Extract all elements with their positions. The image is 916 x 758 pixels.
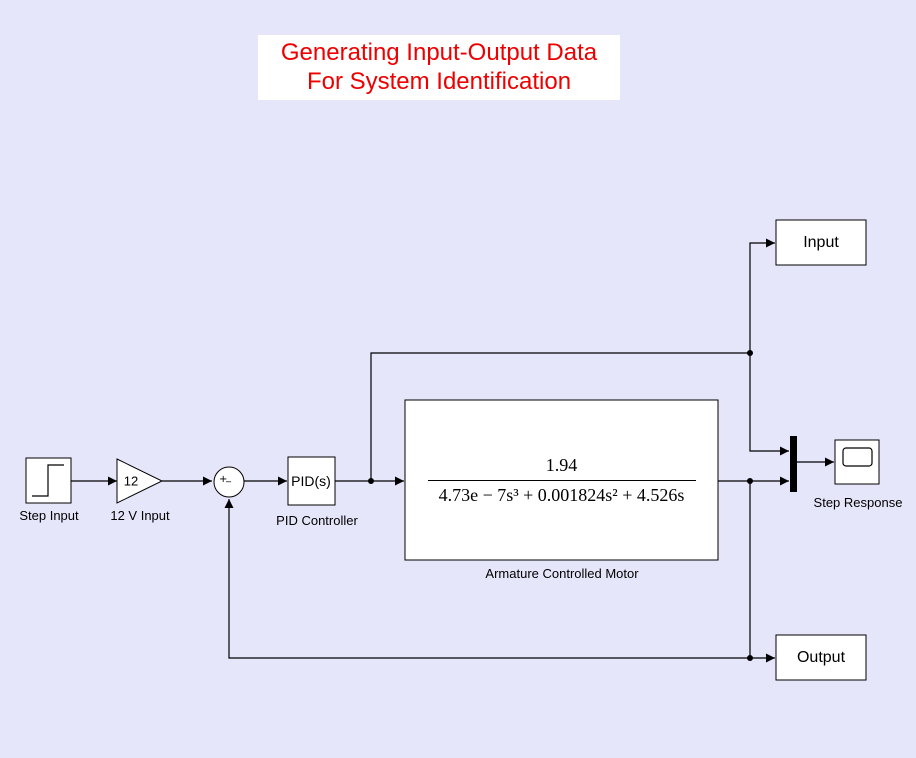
branch-point <box>747 350 753 356</box>
output-outport-block[interactable] <box>775 634 867 681</box>
tf-numerator: 1.94 <box>545 454 578 475</box>
title-line-2: For System Identification <box>306 68 572 95</box>
scope-block[interactable] <box>834 439 880 485</box>
signal-control-branch[interactable] <box>370 352 750 481</box>
step-input-block[interactable] <box>25 457 72 504</box>
diagram-title: Generating Input-Output Data For System … <box>258 35 620 100</box>
scope-screen-icon <box>842 447 873 467</box>
input-port-text: Input <box>803 234 839 251</box>
pid-label: PID Controller <box>276 513 358 528</box>
output-port-text: Output <box>796 649 846 666</box>
title-line-1: Generating Input-Output Data <box>280 39 598 66</box>
gain-value: 12 <box>123 473 139 489</box>
signal-to-input-port[interactable] <box>749 238 775 353</box>
mux-block[interactable] <box>790 436 797 492</box>
branch-point <box>747 478 753 484</box>
gain-label: 12 V Input <box>110 508 170 523</box>
tf-fraction-bar <box>427 479 696 481</box>
sum-sign-minus: _ <box>226 472 231 483</box>
sum-block[interactable] <box>213 466 245 498</box>
signal-feedback[interactable] <box>224 499 750 659</box>
branch-point <box>747 655 753 661</box>
sum-sign-plus: + <box>219 474 228 485</box>
step-icon <box>32 464 64 497</box>
input-outport-block[interactable] <box>775 219 867 266</box>
branch-point <box>368 478 374 484</box>
scope-label: Step Response <box>813 495 903 510</box>
transfer-function: 1.94 4.73e − 7s³ + 0.001824s² + 4.526s <box>405 400 718 560</box>
signal-control-to-mux[interactable] <box>749 353 789 456</box>
pid-controller-block[interactable] <box>287 456 336 506</box>
gain-block[interactable] <box>116 458 164 504</box>
motor-label: Armature Controlled Motor <box>485 566 639 581</box>
pid-block-text: PID(s) <box>291 473 331 489</box>
tf-denominator: 4.73e − 7s³ + 0.001824s² + 4.526s <box>438 484 685 505</box>
step-input-label: Step Input <box>19 508 79 523</box>
